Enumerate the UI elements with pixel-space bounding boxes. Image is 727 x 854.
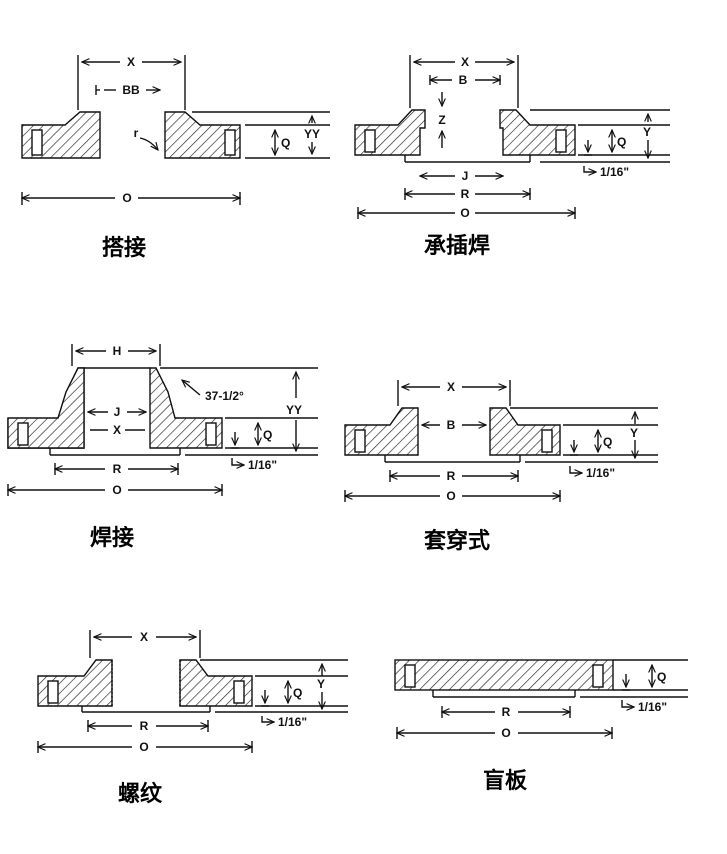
dim-r: R [502,705,511,719]
dim-x: X [461,55,469,69]
slip-on-dimension-labels: X B R O Q Y 1/16" [446,380,638,503]
threaded-drawing [38,630,348,753]
dim-o: O [122,191,131,205]
dim-b: B [459,73,468,87]
dim-x: X [113,423,121,437]
dim-x: X [127,55,135,69]
dim-o: O [112,483,121,497]
dim-q: Q [617,135,626,149]
dim-o: O [446,489,455,503]
dim-h: H [113,344,122,358]
dim-y: Y [643,125,651,139]
dim-bevel-angle: 37-1/2° [205,389,244,403]
weld-neck-drawing [8,344,318,496]
caption-socket-weld: 承插焊 [424,234,491,259]
dim-j: J [462,169,469,183]
weld-neck-dimension-labels: H 37-1/2° J X R O Q YY 1/16" [112,344,302,497]
socket-weld-dimension-labels: X B Z J R O Q Y 1/16" [438,55,651,220]
dim-r: R [113,462,122,476]
caption-slip-on: 套穿式 [424,529,491,554]
dim-raised-face: 1/16" [248,458,277,472]
blind-drawing [394,659,688,739]
dim-raised-face: 1/16" [638,700,667,714]
dim-raised-face: 1/16" [278,715,307,729]
dim-z: Z [438,113,445,127]
dim-yy: YY [304,127,320,141]
dim-yy: YY [286,403,302,417]
socket-weld-drawing [354,55,670,219]
dim-q: Q [657,670,666,684]
dim-b: B [447,418,456,432]
caption-threaded: 螺纹 [118,782,163,807]
caption-blind: 盲板 [483,769,528,794]
lap-joint-drawing [22,55,330,205]
dim-j: J [114,405,121,419]
dim-r: R [447,469,456,483]
threaded-dimension-labels: X R O Q Y 1/16" [139,630,325,754]
dim-r: R [140,719,149,733]
dim-o: O [139,740,148,754]
dim-o: O [501,726,510,740]
dim-y: Y [317,677,325,691]
dim-r: R [461,187,470,201]
dim-r-radius: r [134,126,139,140]
blind-dimension-labels: R O Q 1/16" [501,670,667,740]
dim-o: O [460,206,469,220]
dim-q: Q [293,686,302,700]
dim-q: Q [603,435,612,449]
dim-q: Q [263,428,272,442]
dim-x: X [447,380,455,394]
dim-raised-face: 1/16" [600,165,629,179]
dim-y: Y [630,426,638,440]
lap-joint-dimension-labels: X BB r Q YY O [122,55,320,205]
dim-q: Q [281,136,290,150]
dim-raised-face: 1/16" [586,466,615,480]
slip-on-drawing [345,380,658,502]
dim-bb: BB [122,83,140,97]
dim-x: X [140,630,148,644]
caption-weld-neck: 焊接 [90,526,135,551]
caption-lap-joint: 搭接 [102,236,147,261]
